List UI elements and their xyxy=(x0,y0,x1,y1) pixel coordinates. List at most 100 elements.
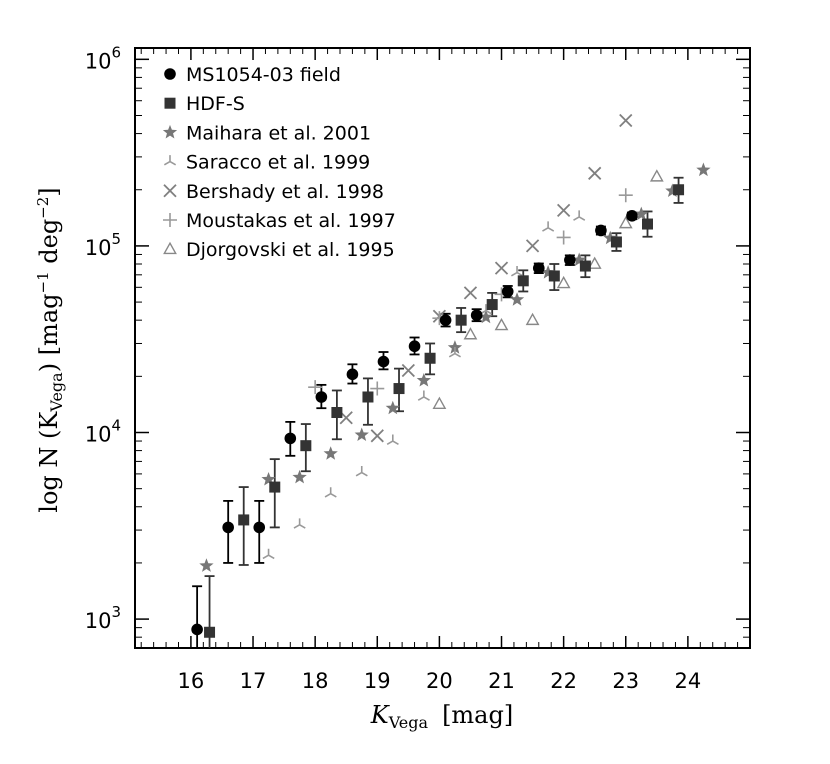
marker-maihara-et-al-2001 xyxy=(603,230,618,245)
legend-label-hdf-s: HDF-S xyxy=(186,93,245,115)
marker-hdf-s xyxy=(579,260,591,272)
marker-maihara-et-al-2001 xyxy=(447,340,463,354)
marker-maihara-et-al-2001 xyxy=(634,206,649,221)
x-tick-label: 23 xyxy=(612,669,639,693)
x-tick-label: 24 xyxy=(675,669,702,693)
marker-ms1054-03-field xyxy=(191,623,203,636)
marker-saracco-et-al-1999 xyxy=(448,347,461,358)
marker-djorgovski-et-al-1995 xyxy=(587,256,602,269)
legend-marker-moustakas-et-al-1997 xyxy=(163,213,177,227)
legend-marker-saracco-et-al-1999 xyxy=(163,155,177,166)
marker-maihara-et-al-2001 xyxy=(199,558,214,572)
marker-ms1054-03-field xyxy=(626,210,638,222)
legend-label-saracco-et-al-1999: Saracco et al. 1999 xyxy=(186,152,370,174)
x-tick-label: 19 xyxy=(364,669,391,693)
marker-hdf-s xyxy=(548,270,560,282)
marker-djorgovski-et-al-1995 xyxy=(494,317,509,331)
marker-bershady-et-al-1998 xyxy=(619,113,633,128)
marker-bershady-et-al-1998 xyxy=(588,166,602,180)
marker-hdf-s xyxy=(393,383,405,395)
marker-maihara-et-al-2001 xyxy=(354,427,369,442)
x-tick-label: 16 xyxy=(178,669,205,693)
y-tick-label: 105 xyxy=(85,230,121,260)
marker-ms1054-03-field xyxy=(439,314,452,326)
marker-saracco-et-al-1999 xyxy=(293,518,306,529)
marker-bershady-et-al-1998 xyxy=(401,363,415,378)
marker-hdf-s xyxy=(610,236,622,248)
marker-bershady-et-al-1998 xyxy=(494,261,509,275)
legend-marker-hdf-s xyxy=(164,97,176,109)
marker-saracco-et-al-1999 xyxy=(386,434,399,445)
marker-saracco-et-al-1999 xyxy=(542,221,555,232)
y-axis-title: log N (KVega) [mag−1 deg−2] xyxy=(34,187,66,512)
marker-hdf-s xyxy=(642,218,653,230)
x-tick-label: 17 xyxy=(240,669,267,693)
y-tick-label: 104 xyxy=(85,417,121,447)
marker-maihara-et-al-2001 xyxy=(665,183,680,198)
marker-maihara-et-al-2001 xyxy=(292,469,307,484)
marker-saracco-et-al-1999 xyxy=(417,390,430,401)
marker-moustakas-et-al-1997 xyxy=(618,188,633,203)
legend-label-djorgovski-et-al-1995: Djorgovski et al. 1995 xyxy=(186,239,395,261)
marker-maihara-et-al-2001 xyxy=(540,265,556,279)
marker-saracco-et-al-1999 xyxy=(262,548,275,560)
marker-maihara-et-al-2001 xyxy=(416,372,431,387)
marker-ms1054-03-field xyxy=(315,391,328,403)
marker-hdf-s xyxy=(331,407,343,419)
marker-bershady-et-al-1998 xyxy=(556,203,571,218)
marker-moustakas-et-al-1997 xyxy=(370,381,385,396)
legend-label-ms1054-03-field: MS1054-03 field xyxy=(186,64,341,86)
legend-label-bershady-et-al-1998: Bershady et al. 1998 xyxy=(186,181,384,203)
x-tick-label: 20 xyxy=(426,669,453,693)
marker-hdf-s xyxy=(424,352,436,364)
marker-ms1054-03-field xyxy=(532,262,545,274)
legend-marker-maihara-et-al-2001 xyxy=(162,124,178,139)
marker-bershady-et-al-1998 xyxy=(463,286,478,300)
legend-label-maihara-et-al-2001: Maihara et al. 2001 xyxy=(186,122,371,144)
x-tick-label: 21 xyxy=(488,669,515,693)
marker-ms1054-03-field xyxy=(377,355,390,368)
marker-djorgovski-et-al-1995 xyxy=(525,312,540,326)
x-axis-title: KVega[mag] xyxy=(370,701,513,732)
marker-ms1054-03-field xyxy=(222,521,234,534)
marker-maihara-et-al-2001 xyxy=(696,162,711,177)
marker-saracco-et-al-1999 xyxy=(355,466,368,477)
marker-djorgovski-et-al-1995 xyxy=(463,327,478,340)
marker-maihara-et-al-2001 xyxy=(478,309,494,324)
x-tick-label: 22 xyxy=(550,669,577,693)
marker-saracco-et-al-1999 xyxy=(573,210,586,221)
marker-maihara-et-al-2001 xyxy=(261,471,276,486)
marker-hdf-s xyxy=(673,184,685,196)
marker-moustakas-et-al-1997 xyxy=(308,380,323,395)
legend-marker-ms1054-03-field xyxy=(164,68,176,80)
marker-ms1054-03-field xyxy=(595,224,607,237)
marker-bershady-et-al-1998 xyxy=(525,239,540,253)
marker-ms1054-03-field xyxy=(346,368,359,381)
marker-moustakas-et-al-1997 xyxy=(556,230,571,245)
marker-ms1054-03-field xyxy=(470,309,483,322)
marker-maihara-et-al-2001 xyxy=(323,446,338,460)
marker-ms1054-03-field xyxy=(501,285,514,298)
marker-djorgovski-et-al-1995 xyxy=(618,215,633,229)
marker-djorgovski-et-al-1995 xyxy=(556,275,571,289)
marker-maihara-et-al-2001 xyxy=(509,292,525,306)
marker-maihara-et-al-2001 xyxy=(572,252,587,267)
y-tick-label: 103 xyxy=(85,603,121,633)
marker-ms1054-03-field xyxy=(284,432,297,445)
y-tick-label: 106 xyxy=(85,43,121,73)
marker-hdf-s xyxy=(238,514,250,526)
marker-hdf-s xyxy=(517,275,529,287)
legend-marker-bershady-et-al-1998 xyxy=(163,184,177,198)
marker-djorgovski-et-al-1995 xyxy=(432,396,447,409)
marker-ms1054-03-field xyxy=(408,340,421,353)
marker-ms1054-03-field xyxy=(253,521,266,534)
marker-hdf-s xyxy=(269,481,281,493)
legend-marker-djorgovski-et-al-1995 xyxy=(163,241,177,255)
marker-ms1054-03-field xyxy=(564,254,576,266)
marker-djorgovski-et-al-1995 xyxy=(649,169,664,182)
marker-hdf-s xyxy=(204,626,216,638)
marker-saracco-et-al-1999 xyxy=(324,487,337,498)
